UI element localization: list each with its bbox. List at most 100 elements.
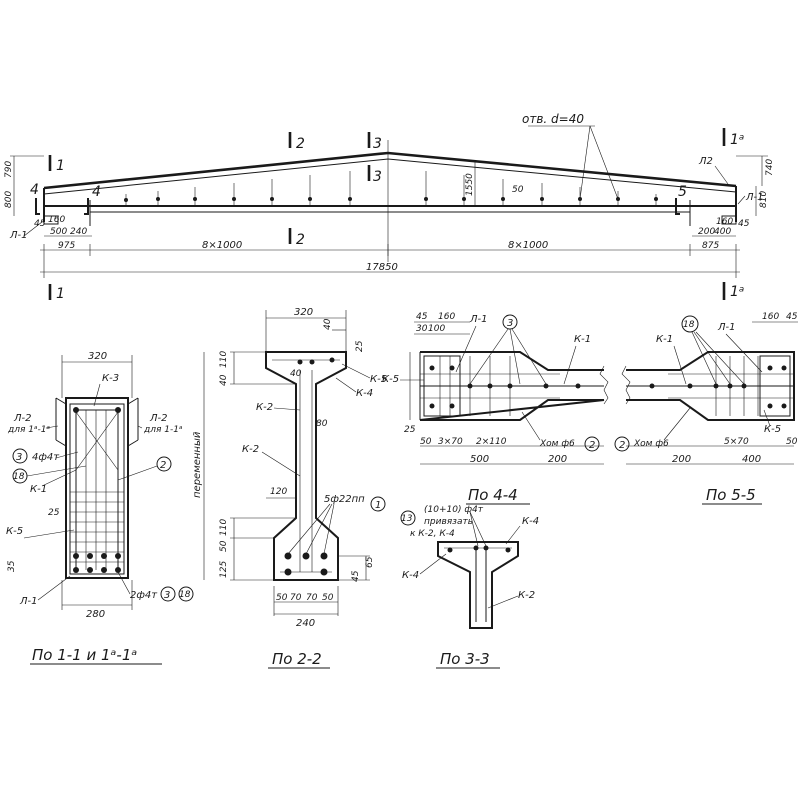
dim-400: 400 [714,227,731,237]
s1-caption: По 1-1 и 1ᵃ-1ᵃ [32,646,137,664]
dim-left-160: 160 [48,215,65,225]
section-mark-1-bottom: 1 [56,286,65,302]
s5-label-hom: Хом ф6 [633,439,669,449]
dim-500: 500 [50,227,67,237]
s4-callout-3: 3 [507,318,513,329]
dim-right-160: 160 [716,217,733,227]
dim-left-45: 45 [34,219,46,229]
s2-left-40: 40 [219,374,229,386]
s2-web-120: 120 [270,487,287,497]
s1-label-l2-right-note: для 1-1ᵃ [143,425,183,435]
s5-label-l1: Л-1 [717,322,736,333]
s2-variable: переменный [192,431,203,498]
s2-web-80: 80 [316,419,328,429]
s3-note-3: к К-2, К-4 [410,529,455,539]
dim-total: 17850 [366,262,398,273]
s2-caption: По 2-2 [272,650,322,668]
section-mark-2-bottom: 2 [296,232,305,248]
s3-label-k4-top: К-4 [522,516,539,527]
label-l2: Л2 [698,156,713,167]
beam-elevation: отв. d=40 2 2 3 3 1 1ᵃ 1 1ᵃ 4 4 5 Л-1 Л-… [4,112,775,302]
s4-d25: 25 [404,425,416,435]
s5-d160: 160 [762,312,779,322]
section-mark-1a-bottom: 1ᵃ [730,284,744,300]
s1-d25: 25 [48,508,60,518]
s2-d25-top: 25 [355,340,365,352]
s3-callout-13: 13 [401,514,413,524]
s2-bottom: 240 [296,618,315,629]
s4-d2x110: 2×110 [476,437,507,447]
s1-width-bottom: 280 [86,609,105,620]
section-number-4-left: 4 [30,182,39,198]
s2-d40-top: 40 [323,318,333,330]
section-mark-3-top: 3 [373,136,382,152]
section-mark-2-top: 2 [296,136,305,152]
s4-label-k1: К-1 [574,334,591,345]
s4-d160: 160 [438,312,455,322]
s1-callout-2: 2 [160,460,166,471]
section-3-3: 13 (10+10) ф4т привязать к К-2, К-4 К-4 … [400,505,539,669]
s4-d3x70: 3×70 [438,437,463,447]
s2-label-k4: К-4 [356,388,373,399]
s1-label-l2-left: Л-2 [13,413,32,424]
s2-vert-110: 110 [219,519,229,536]
section-mark-1-top: 1 [56,158,65,174]
s2-bottom-50a: 50 [276,593,288,603]
s5-d45: 45 [786,312,798,322]
s1-label-bars: 4ф4т [32,452,60,463]
s1-label-k5: К-5 [6,526,23,537]
s5-d400: 400 [742,454,761,465]
section-2-2: 320 40 25 40 110 переменный 110 50 125 6… [192,307,387,669]
dim-left-800: 800 [4,191,14,208]
section-number-4-inner: 4 [92,184,101,200]
s2-bottom-70b: 70 [306,593,318,603]
section-4-4: 45 160 30 100 25 50 3×70 2×110 500 200 Л… [382,312,609,505]
dim-200: 200 [698,227,715,237]
s5-d5x70: 5×70 [724,437,749,447]
s2-left-110: 110 [219,351,229,368]
s2-dot-40: 40 [290,369,302,379]
s5-caption: По 5-5 [706,486,756,504]
s1-d35: 35 [7,560,17,572]
s1-label-k3: К-3 [102,373,119,384]
label-l1-right: Л-1 [745,192,764,203]
s1-callout-3b: 3 [164,590,170,601]
s4-d45: 45 [416,312,428,322]
opening-markers [124,171,658,206]
dim-mid-50: 50 [512,185,524,195]
s3-caption: По 3-3 [440,650,490,668]
s3-label-k4-left: К-4 [402,570,419,581]
dim-right-45: 45 [738,219,750,229]
cage-grid [70,491,124,563]
s4-label-hom: Хом ф6 [539,439,575,449]
s3-note-2: привязать [424,517,473,527]
s2-vert-125: 125 [219,561,229,578]
s2-bottom-70a: 70 [290,593,302,603]
dim-right-740: 740 [765,159,775,176]
s4-callout-2: 2 [589,440,595,451]
s3-note-1: (10+10) ф4т [424,505,484,515]
section-mark-3-bottom: 3 [373,169,382,185]
section-5-5: 160 45 5×70 50 200 400 18 Л-1 К-1 К-5 2 … [614,312,798,505]
s4-label-l1: Л-1 [469,314,488,325]
s1-label-l2-right: Л-2 [149,413,168,424]
s4-caption: По 4-4 [468,486,518,504]
section-1-1: 320 280 К-3 Л-2 для 1ᵃ-1ᵃ Л-2 для 1-1ᵃ 3… [6,351,194,665]
s2-label-k2-a: К-2 [256,402,273,413]
s4-d50: 50 [420,437,432,447]
dim-left-790: 790 [4,161,14,178]
section-mark-1a-top: 1ᵃ [730,132,744,148]
dim-240: 240 [70,227,87,237]
dim-875: 875 [702,241,719,251]
dim-span-left: 8×1000 [202,240,242,251]
s5-d50: 50 [786,437,798,447]
s2-right-45: 45 [351,570,361,582]
s4-d30: 30 [416,324,428,334]
s4-d500: 500 [470,454,489,465]
dim-right-810: 810 [759,191,769,208]
s1-callout-18: 18 [13,472,25,482]
s4-d100: 100 [428,324,445,334]
s5-label-k1: К-1 [656,334,673,345]
opening-label: отв. d=40 [522,112,584,126]
